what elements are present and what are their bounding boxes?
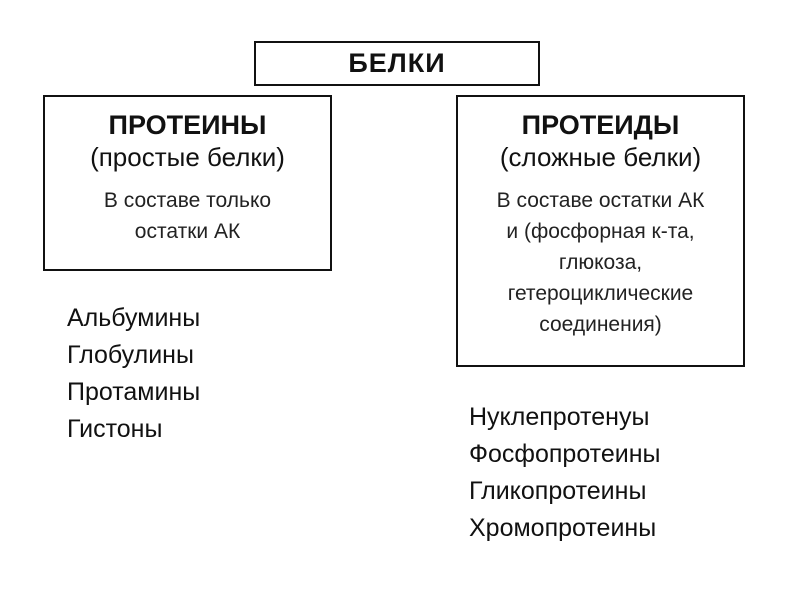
proteins-example-item: Глобулины <box>67 341 194 369</box>
proteins-example-item: Гистоны <box>67 415 163 443</box>
proteids-description-line: В составе остатки АК <box>496 189 705 212</box>
proteids-example-item: Нуклепротенуы <box>469 403 650 431</box>
proteids-description-line: гетероциклические <box>507 282 694 305</box>
proteins-description: В составе только остатки АК <box>45 185 330 247</box>
root-node-title: БЕЛКИ <box>348 48 446 78</box>
proteids-title: ПРОТЕИДЫ <box>521 110 680 140</box>
proteids-examples-list: Нуклепротенуы Фосфопротеины Гликопротеин… <box>469 399 661 547</box>
proteins-title: ПРОТЕИНЫ <box>108 110 267 140</box>
proteids-description: В составе остатки АК и (фосфорная к-та, … <box>458 185 743 340</box>
proteins-examples-list: Альбумины Глобулины Протамины Гистоны <box>67 300 200 448</box>
proteids-description-line: и (фосфорная к-та, <box>506 220 695 243</box>
proteins-description-line: В составе только <box>103 189 272 212</box>
proteins-example-item: Альбумины <box>67 304 201 332</box>
proteids-example-item: Фосфопротеины <box>469 440 661 468</box>
proteids-node-box: ПРОТЕИДЫ (сложные белки) В составе остат… <box>456 95 745 367</box>
proteids-example-item: Гликопротеины <box>469 477 647 505</box>
proteins-example-item: Протамины <box>67 378 201 406</box>
proteids-description-line: соединения) <box>539 313 662 336</box>
proteins-description-line: остатки АК <box>134 220 241 243</box>
proteids-example-item: Хромопротеины <box>469 514 657 542</box>
proteins-subtitle: (простые белки) <box>90 142 285 172</box>
proteids-description-line: глюкоза, <box>558 251 643 274</box>
proteids-subtitle: (сложные белки) <box>499 142 702 172</box>
root-node-box: БЕЛКИ <box>254 41 540 86</box>
proteins-node-box: ПРОТЕИНЫ (простые белки) В составе тольк… <box>43 95 332 271</box>
